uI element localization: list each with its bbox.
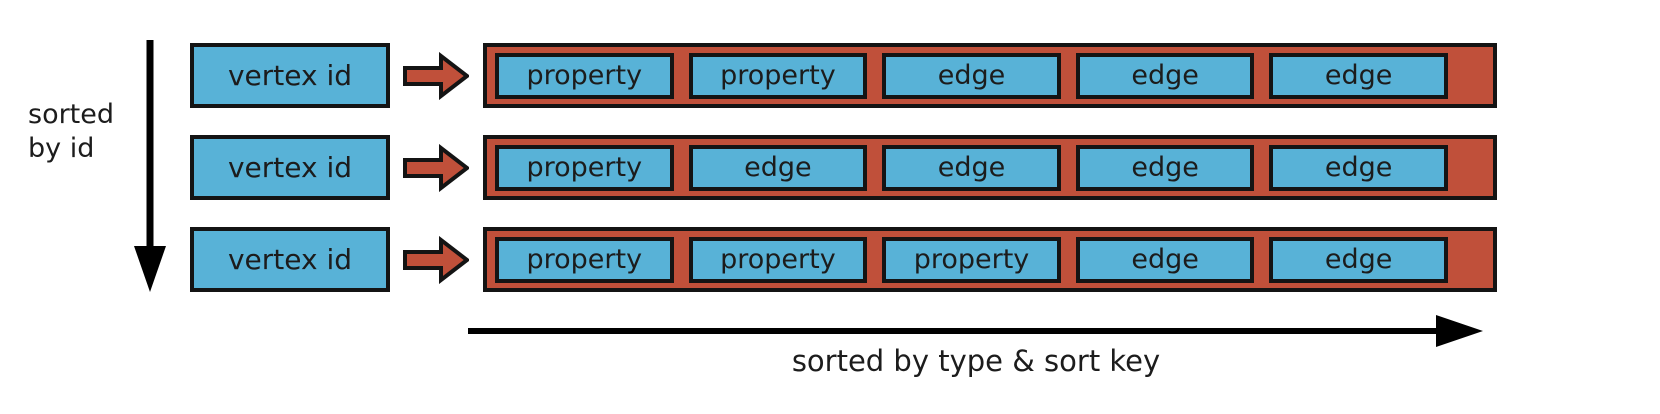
right-arrow-icon [403, 143, 469, 192]
row-cell: edge [882, 52, 1061, 99]
row-cell: property [495, 52, 674, 99]
row-cell: edge [882, 144, 1061, 191]
sorted-by-id-arrow-icon [129, 40, 171, 296]
row-cell: property [495, 236, 674, 283]
sorted-row-bar: property property edge edge edge [483, 43, 1497, 108]
table-row: vertex id property property edge edge ed… [190, 43, 1497, 108]
row-list: vertex id property property edge edge ed… [190, 43, 1497, 292]
row-cell: property [495, 144, 674, 191]
vertex-id-box: vertex id [190, 227, 390, 292]
bar-trailing-space [1463, 53, 1485, 99]
row-cell: edge [1075, 236, 1255, 283]
row-cell: edge [1075, 144, 1255, 191]
row-cell: edge [1269, 236, 1448, 283]
right-arrow-icon [403, 51, 469, 100]
sorted-by-type-arrow-icon [468, 313, 1484, 353]
vertex-id-box: vertex id [190, 135, 390, 200]
sorted-row-bar: property property property edge edge [483, 227, 1497, 292]
row-cell: edge [1269, 144, 1448, 191]
row-cell: edge [1269, 52, 1448, 99]
table-row: vertex id property property property edg… [190, 227, 1497, 292]
bar-trailing-space [1463, 237, 1485, 283]
row-cell: edge [1075, 52, 1255, 99]
left-axis-label: sorted by id [28, 99, 115, 164]
sorted-row-bar: property edge edge edge edge [483, 135, 1497, 200]
bottom-axis-label: sorted by type & sort key [791, 344, 1161, 378]
row-cell: property [688, 236, 868, 283]
row-cell: property [688, 52, 868, 99]
vertex-id-box: vertex id [190, 43, 390, 108]
row-cell: property [882, 236, 1061, 283]
table-row: vertex id property edge edge edge edge [190, 135, 1497, 200]
right-arrow-icon [403, 235, 469, 284]
bar-trailing-space [1463, 145, 1485, 191]
row-cell: edge [688, 144, 868, 191]
